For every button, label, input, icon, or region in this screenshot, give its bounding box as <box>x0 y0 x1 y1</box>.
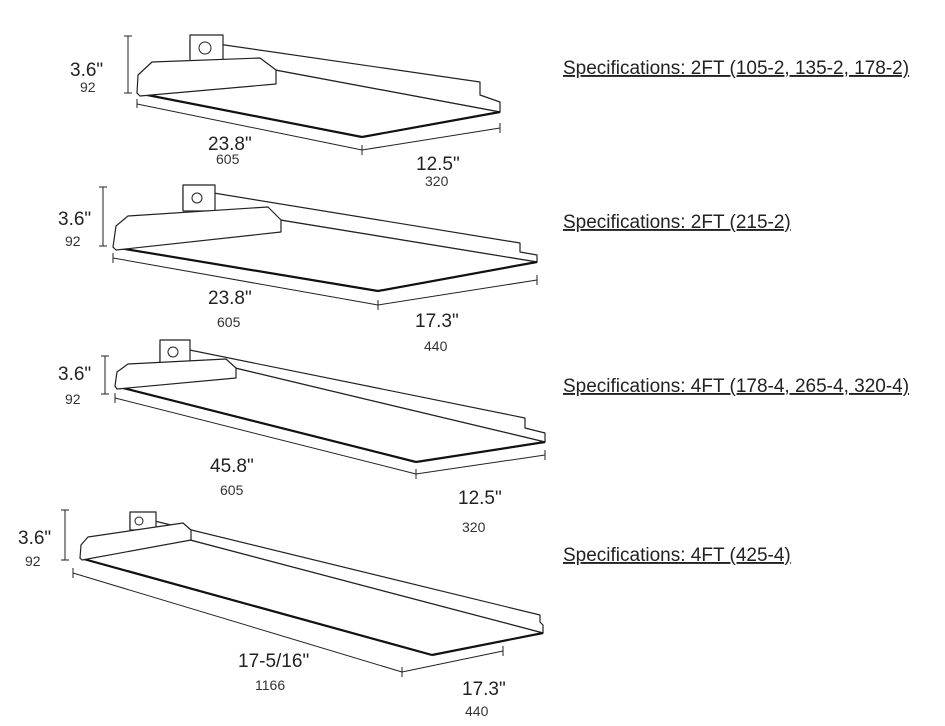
height-inches: 3.6" <box>58 364 91 385</box>
height-mm: 92 <box>65 233 81 249</box>
length-mm: 605 <box>220 482 244 498</box>
height-inches: 3.6" <box>18 528 51 549</box>
fixture-4ft-narrow: 3.6" 92 45.8" 605 12.5" 320 Specificatio… <box>58 339 909 535</box>
height-mm: 92 <box>25 553 41 569</box>
length-mm: 605 <box>217 314 241 330</box>
endcap <box>79 522 192 561</box>
endcap <box>136 57 277 97</box>
width-mm: 440 <box>424 338 448 354</box>
length-inches: 23.8" <box>208 134 252 155</box>
junction-box <box>159 339 191 365</box>
endcap <box>114 358 237 390</box>
height-mm: 92 <box>80 79 96 95</box>
width-inches: 12.5" <box>458 488 502 509</box>
junction-box <box>182 184 216 212</box>
length-inches: 17-5/16" <box>238 651 309 672</box>
length-inches: 23.8" <box>208 288 252 309</box>
fixture-2ft-wide: 3.6" 92 23.8" 605 17.3" 440 Specificatio… <box>58 184 791 354</box>
width-mm: 440 <box>465 703 489 719</box>
height-inches: 3.6" <box>58 209 91 230</box>
length-inches: 45.8" <box>210 456 254 477</box>
width-inches: 17.3" <box>415 311 459 332</box>
width-inches: 17.3" <box>462 679 506 700</box>
spec-label: Specifications: 2FT (215-2) <box>563 212 791 233</box>
width-mm: 320 <box>425 173 449 189</box>
fixture-4ft-wide: 3.6" 92 17-5/16" 1166 17.3" 440 Specific… <box>18 509 791 719</box>
fixture-2ft-narrow: 3.6" 92 23.8" 605 12.5" 320 Specificatio… <box>70 34 909 189</box>
length-mm: 605 <box>216 151 240 167</box>
panel <box>79 539 544 656</box>
spec-label: Specifications: 2FT (105-2, 135-2, 178-2… <box>563 58 909 79</box>
spec-label: Specifications: 4FT (425-4) <box>563 545 791 566</box>
junction-box <box>189 34 224 62</box>
width-inches: 12.5" <box>416 154 460 175</box>
height-inches: 3.6" <box>70 60 103 81</box>
spec-label: Specifications: 4FT (178-4, 265-4, 320-4… <box>563 376 909 397</box>
length-mm: 1166 <box>255 677 285 693</box>
height-mm: 92 <box>65 391 81 407</box>
width-mm: 320 <box>462 519 486 535</box>
endcap <box>112 206 282 251</box>
